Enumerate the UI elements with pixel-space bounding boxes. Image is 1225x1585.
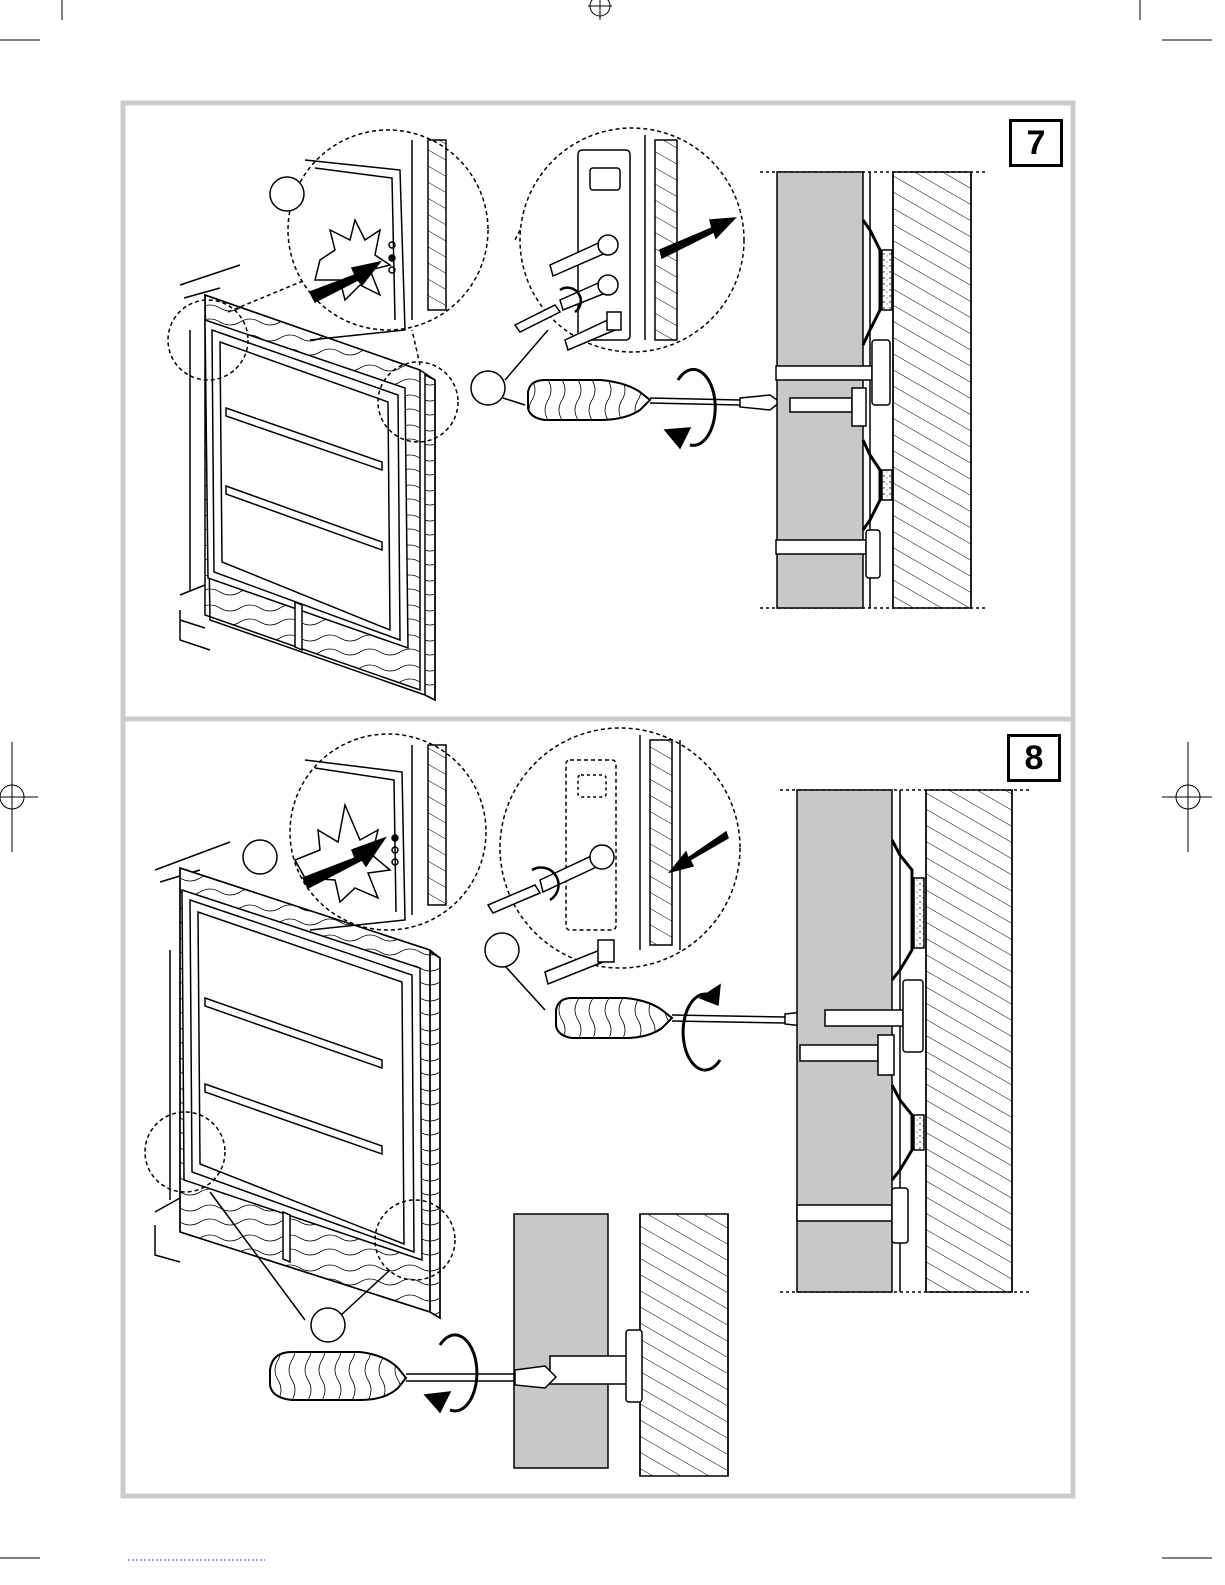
section-view	[780, 790, 1030, 1292]
cabinet-door	[168, 265, 458, 700]
step-7-panel	[168, 128, 985, 700]
callout-marker	[485, 933, 519, 967]
screwdriver-icon	[528, 369, 780, 448]
callout-marker	[270, 177, 304, 211]
hinge-detail-callout	[290, 734, 486, 930]
callout-marker	[471, 371, 505, 405]
callout-marker	[311, 1308, 345, 1342]
rotate-arrow-icon	[683, 994, 720, 1070]
step-7-number: 7	[1009, 119, 1063, 167]
hinge-detail-callout	[288, 130, 488, 340]
step-8-panel	[145, 728, 1030, 1476]
screw-insert-callout	[488, 728, 740, 984]
screw-removal-callout	[515, 128, 744, 352]
step-8-number: 8	[1007, 734, 1061, 782]
section-view	[760, 172, 985, 608]
screwdriver-icon	[556, 985, 822, 1070]
callout-marker	[243, 840, 277, 874]
